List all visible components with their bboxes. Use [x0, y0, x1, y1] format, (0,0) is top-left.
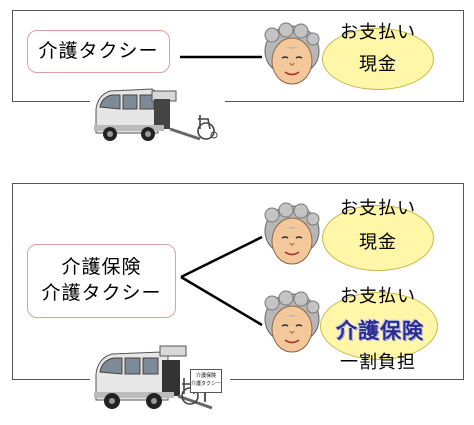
taxi-label: 介護タクシー	[41, 282, 162, 304]
signboard-line2: 介護タクシー	[191, 381, 222, 387]
payment-label-insurance: お支払い	[340, 286, 416, 307]
cash-label-top: 現金	[359, 54, 397, 75]
cash-label: 現金	[359, 232, 397, 253]
copay-label: 一割負担	[340, 352, 416, 373]
taxi-label-text: 介護タクシー	[38, 39, 159, 62]
insurance-label: 介護保険	[61, 256, 142, 279]
welfare-van-icon	[94, 345, 213, 410]
signboard-line1: 介護保険	[195, 373, 216, 379]
payment-bubble-insurance	[320, 292, 438, 360]
elderly-woman-icon	[264, 22, 320, 85]
van-signboard: 介護保険 介護タクシー	[190, 369, 222, 393]
signboard-stand	[204, 392, 206, 402]
insurance-taxi-label-box: 介護保険 介護タクシー	[27, 244, 176, 318]
payment-label-cash: お支払い	[340, 198, 416, 219]
payment-bubble-cash	[322, 205, 434, 271]
insurance-stamp: 介護保険	[336, 319, 424, 343]
elderly-woman-icon	[264, 290, 320, 353]
taxi-label-box: 介護タクシー	[27, 30, 170, 73]
payment-bubble-top	[322, 28, 434, 90]
payment-label-top: お支払い	[340, 22, 416, 43]
welfare-van-icon	[94, 88, 218, 141]
elderly-woman-icon	[264, 202, 320, 265]
